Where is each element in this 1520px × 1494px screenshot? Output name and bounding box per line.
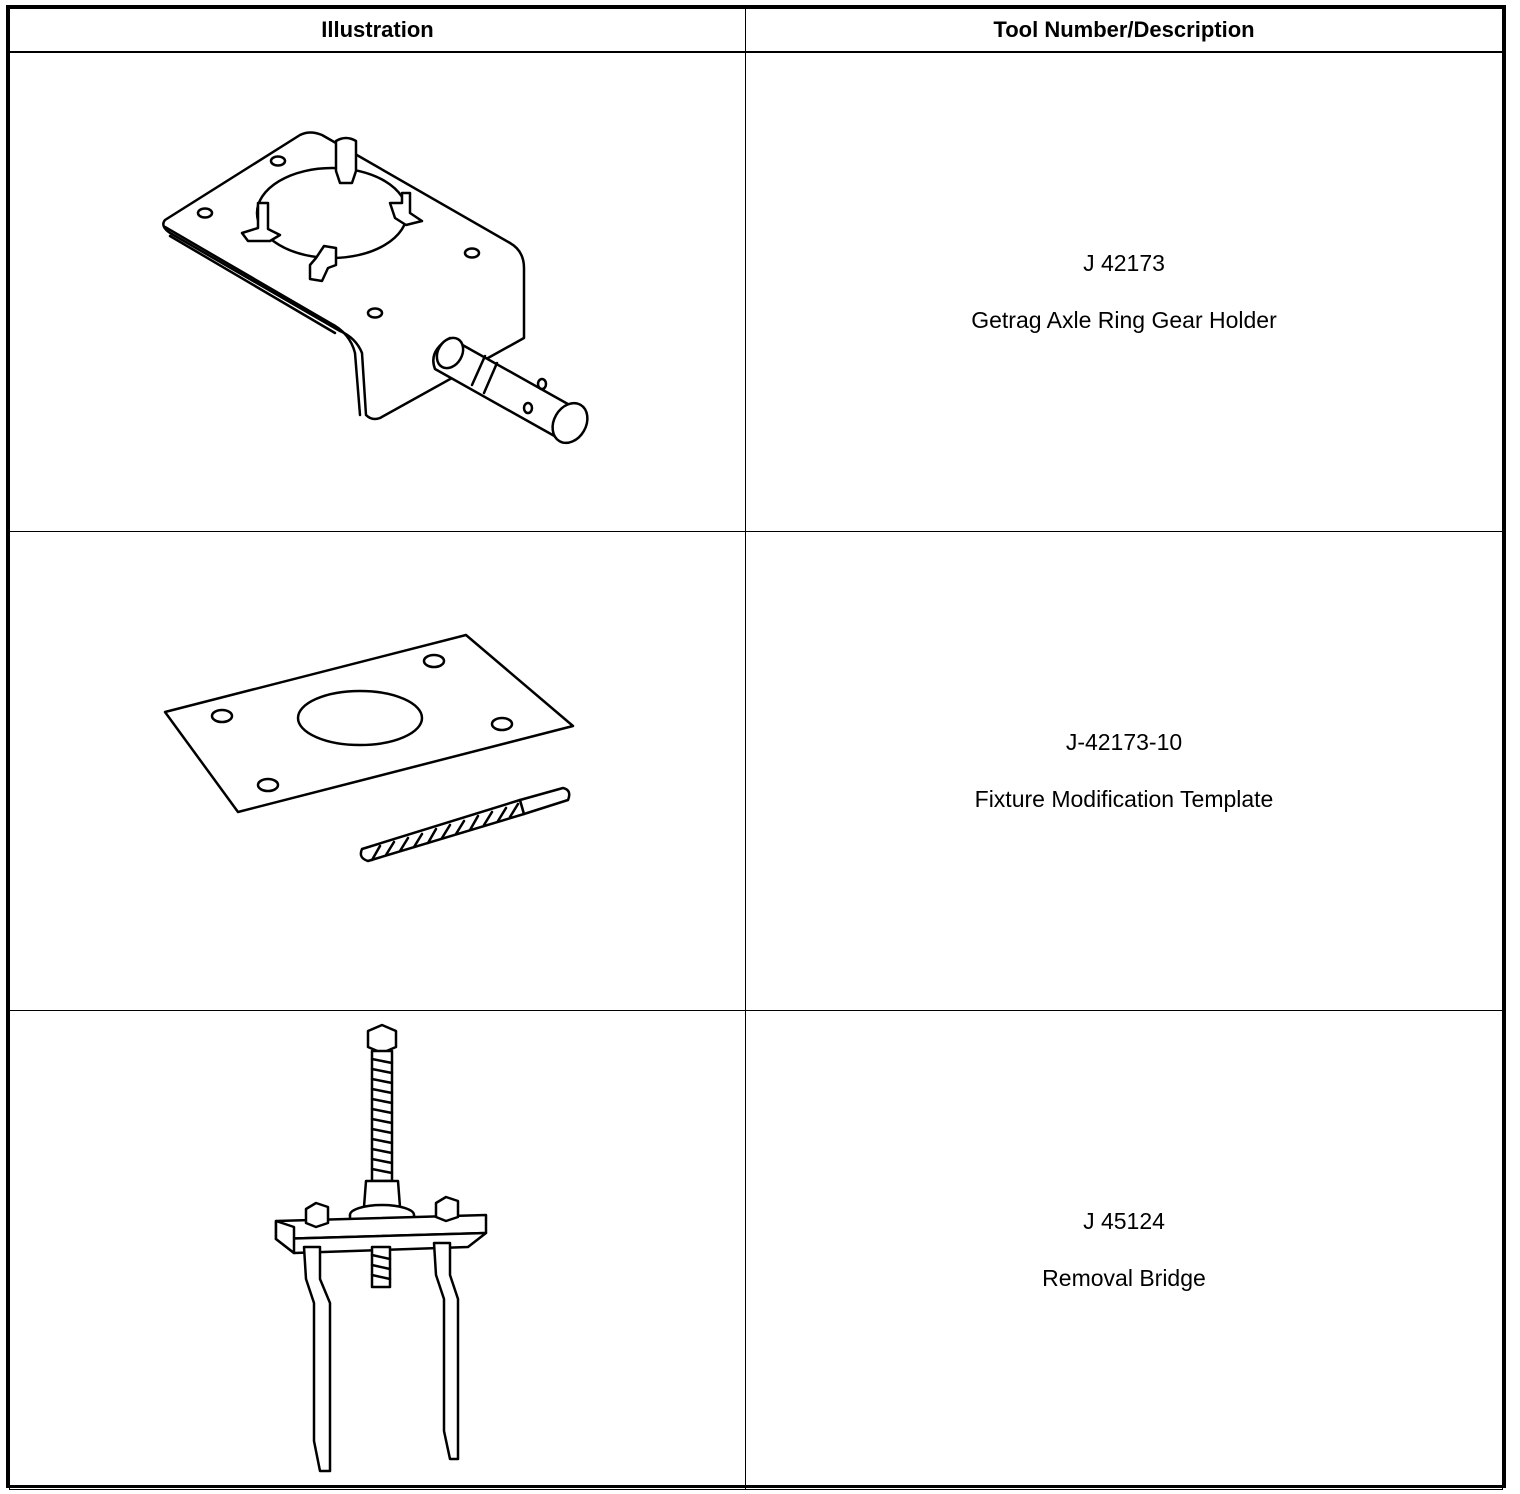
tool-description: Fixture Modification Template <box>974 786 1274 812</box>
tool-number: J 42173 <box>1083 250 1165 276</box>
table-row: J-42173-10 Fixture Modification Template <box>9 531 1503 1011</box>
tool-description: Removal Bridge <box>1042 1265 1206 1291</box>
tool-description-cell: J 42173 Getrag Axle Ring Gear Holder <box>745 51 1503 532</box>
illustration-cell <box>9 531 746 1011</box>
ring-gear-holder-illustration <box>162 131 589 445</box>
header-illustration: Illustration <box>9 8 746 53</box>
illustration-cell <box>9 51 746 532</box>
header-tool-number-description: Tool Number/Description <box>745 8 1503 53</box>
tool-number: J 45124 <box>1083 1208 1165 1234</box>
tool-number: J-42173-10 <box>1065 729 1183 755</box>
tool-table: Illustration Tool Number/Description <box>9 8 1503 1490</box>
table-row: J 42173 Getrag Axle Ring Gear Holder <box>9 51 1503 532</box>
tool-description-cell: J 45124 Removal Bridge <box>745 1010 1503 1490</box>
tool-description: Getrag Axle Ring Gear Holder <box>971 307 1277 333</box>
removal-bridge-puller-illustration <box>274 1023 488 1473</box>
tool-table-container: Illustration Tool Number/Description <box>6 5 1506 1490</box>
table-header-row: Illustration Tool Number/Description <box>9 8 1503 53</box>
illustration-cell <box>9 1010 746 1490</box>
tool-description-cell: J-42173-10 Fixture Modification Template <box>745 531 1503 1011</box>
template-plate-drill-bit-illustration <box>163 633 575 863</box>
table-row: J 45124 Removal Bridge <box>9 1010 1503 1490</box>
